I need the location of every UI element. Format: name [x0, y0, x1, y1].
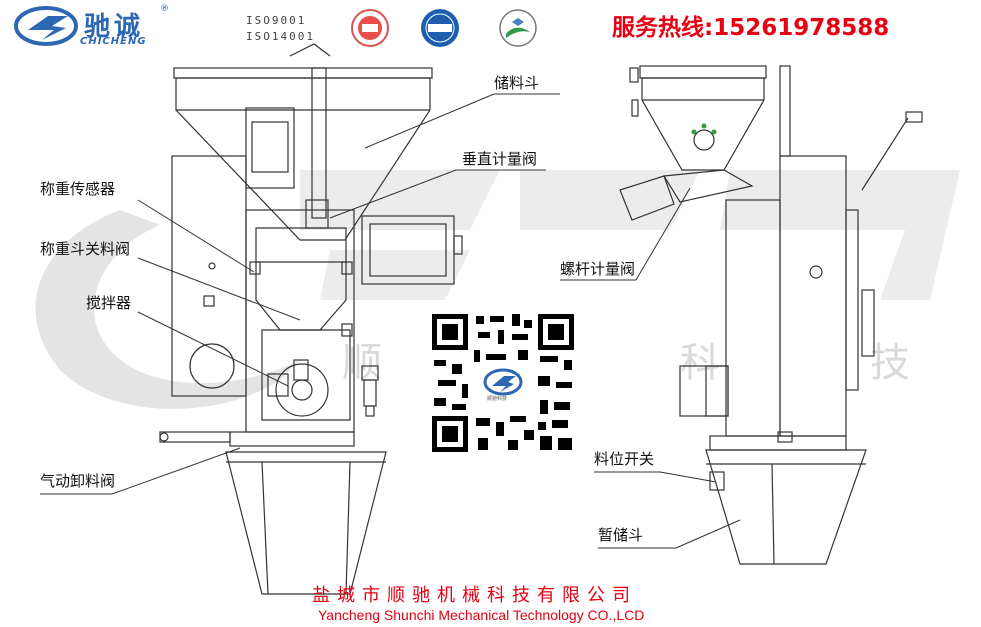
label-mixer: 搅拌器	[86, 294, 132, 312]
label-pneumatic-discharge-valve: 气动卸料阀	[40, 472, 116, 490]
qr-code	[428, 310, 578, 456]
watermark-char-2: 科	[680, 340, 720, 386]
label-screw-metering-valve: 螺杆计量阀	[560, 260, 636, 278]
qr-caption: 顺驰科技	[487, 396, 508, 402]
brand-latin-name: CHICHENG	[80, 36, 147, 47]
company-name-en: Yancheng Shunchi Mechanical Technology C…	[318, 607, 645, 623]
brand-logo-icon	[14, 6, 78, 46]
iaf-badge-icon	[421, 9, 459, 47]
iso14001-text: ISO14001	[246, 30, 315, 43]
label-weighing-sensor: 称重传感器	[40, 180, 116, 198]
iso9001-text: ISO9001	[246, 14, 307, 27]
brand-name: 驰诚	[84, 12, 145, 42]
label-level-switch: 料位开关	[594, 450, 655, 468]
registered-mark: ®	[160, 4, 169, 14]
iso-badge-icon	[351, 9, 389, 47]
label-temporary-hopper: 暂储斗	[598, 526, 644, 544]
label-weighing-hopper-valve: 称重斗关料阀	[40, 240, 131, 258]
environmental-badge-icon	[499, 9, 537, 47]
watermark-char-3: 技	[870, 340, 910, 386]
company-name-cn: 盐城市顺驰机械科技有限公司	[312, 585, 637, 606]
label-storage-hopper: 储料斗	[494, 74, 540, 92]
label-vertical-metering-valve: 垂直计量阀	[462, 150, 538, 168]
service-hotline: 服务热线:15261978588	[612, 15, 890, 41]
